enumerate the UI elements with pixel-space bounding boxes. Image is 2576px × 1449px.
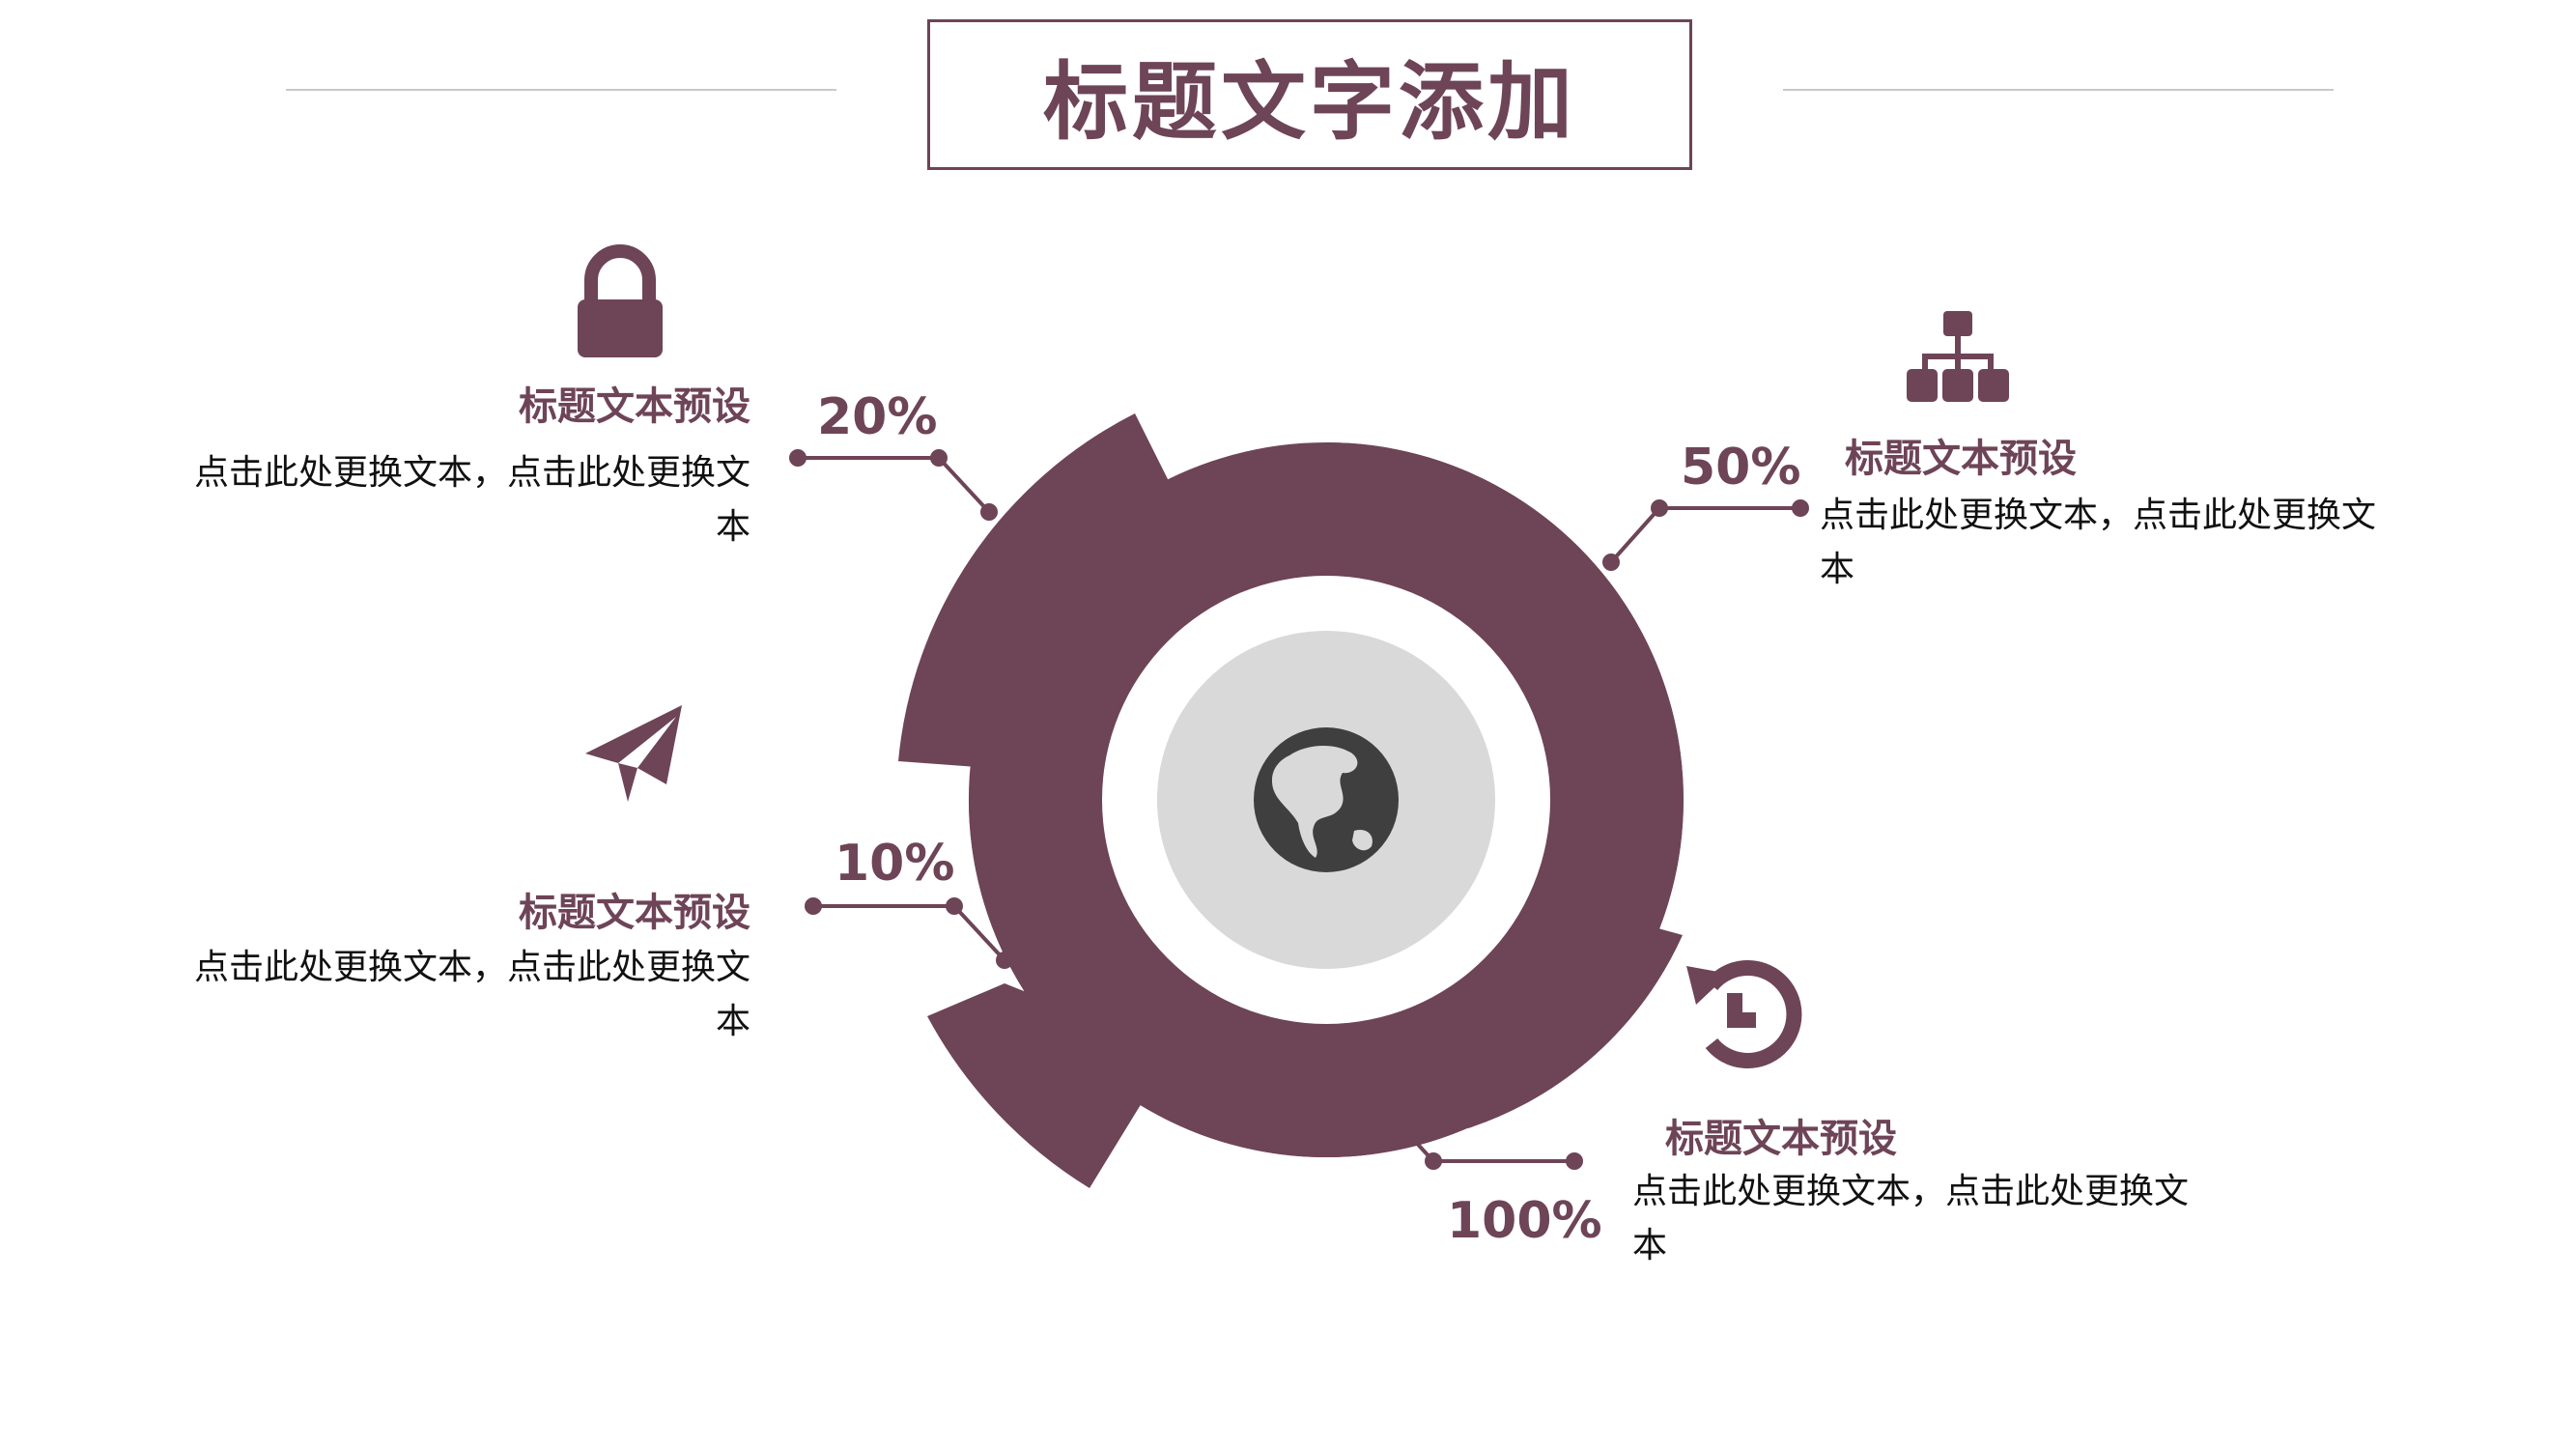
lock-icon xyxy=(578,244,663,357)
segment-heading-bottom-right: 标题文本预设 xyxy=(1665,1117,1897,1161)
segment-body-bottom-left: 点击此处更换文本，点击此处更换文本 xyxy=(193,948,750,1041)
percent-label-10: 10% xyxy=(835,835,955,893)
title-rule-right xyxy=(1783,89,2334,91)
ring-segment-10 xyxy=(927,983,1174,1188)
title-box: 标题文字添加 xyxy=(927,19,1692,170)
percent-label-50: 50% xyxy=(1681,439,1801,497)
percent-label-100: 100% xyxy=(1447,1192,1602,1250)
title-rule-left xyxy=(286,89,836,91)
paper-plane-icon xyxy=(585,705,682,802)
leader-lines xyxy=(789,449,1809,1170)
globe-icon xyxy=(1254,727,1399,872)
segment-body-top-left: 点击此处更换文本，点击此处更换文本 xyxy=(193,453,750,547)
segment-heading-top-left: 标题文本预设 xyxy=(519,384,750,429)
segment-heading-bottom-left: 标题文本预设 xyxy=(519,891,750,935)
history-arrow xyxy=(1686,966,1729,1005)
page-title: 标题文字添加 xyxy=(1042,51,1576,152)
segment-body-bottom-right: 点击此处更换文本，点击此处更换文本 xyxy=(1632,1172,2190,1265)
sitemap-icon xyxy=(1907,311,2009,402)
ring-segment-20 xyxy=(898,413,1195,771)
ring-segment-100 xyxy=(1454,927,1683,1128)
segment-heading-top-right: 标题文本预设 xyxy=(1845,437,2077,481)
history-icon xyxy=(1705,960,1802,1068)
percent-label-20: 20% xyxy=(817,388,938,446)
segment-body-top-right: 点击此处更换文本，点击此处更换文本 xyxy=(1820,496,2377,589)
ring-band xyxy=(968,442,1684,1157)
